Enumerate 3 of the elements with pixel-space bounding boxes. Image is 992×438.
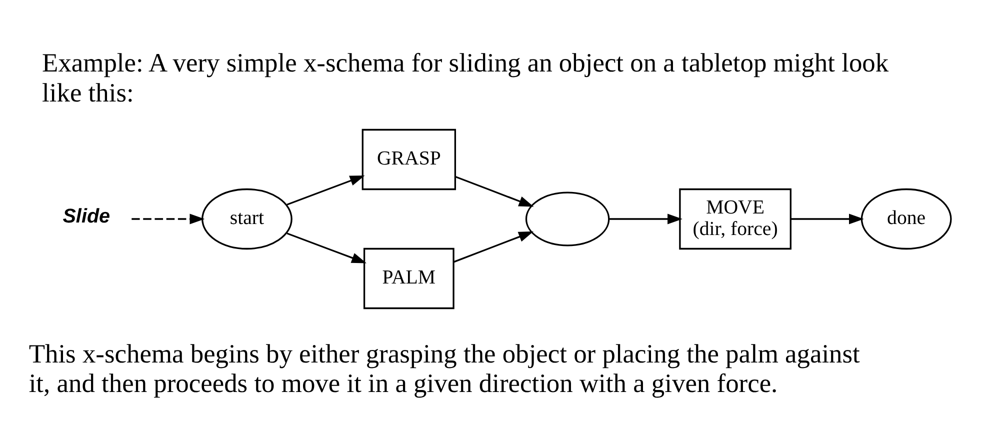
diagram-title: Example: A very simple x-schema for sliding an object on a tabletop might look like this: xyxy=(42,48,888,108)
caption: This x-schema begins by either grasping the object or placing the palm against it, and then proceeds to move it in a given direction with a given force. xyxy=(28,338,860,398)
node-text: Slide xyxy=(62,205,110,228)
